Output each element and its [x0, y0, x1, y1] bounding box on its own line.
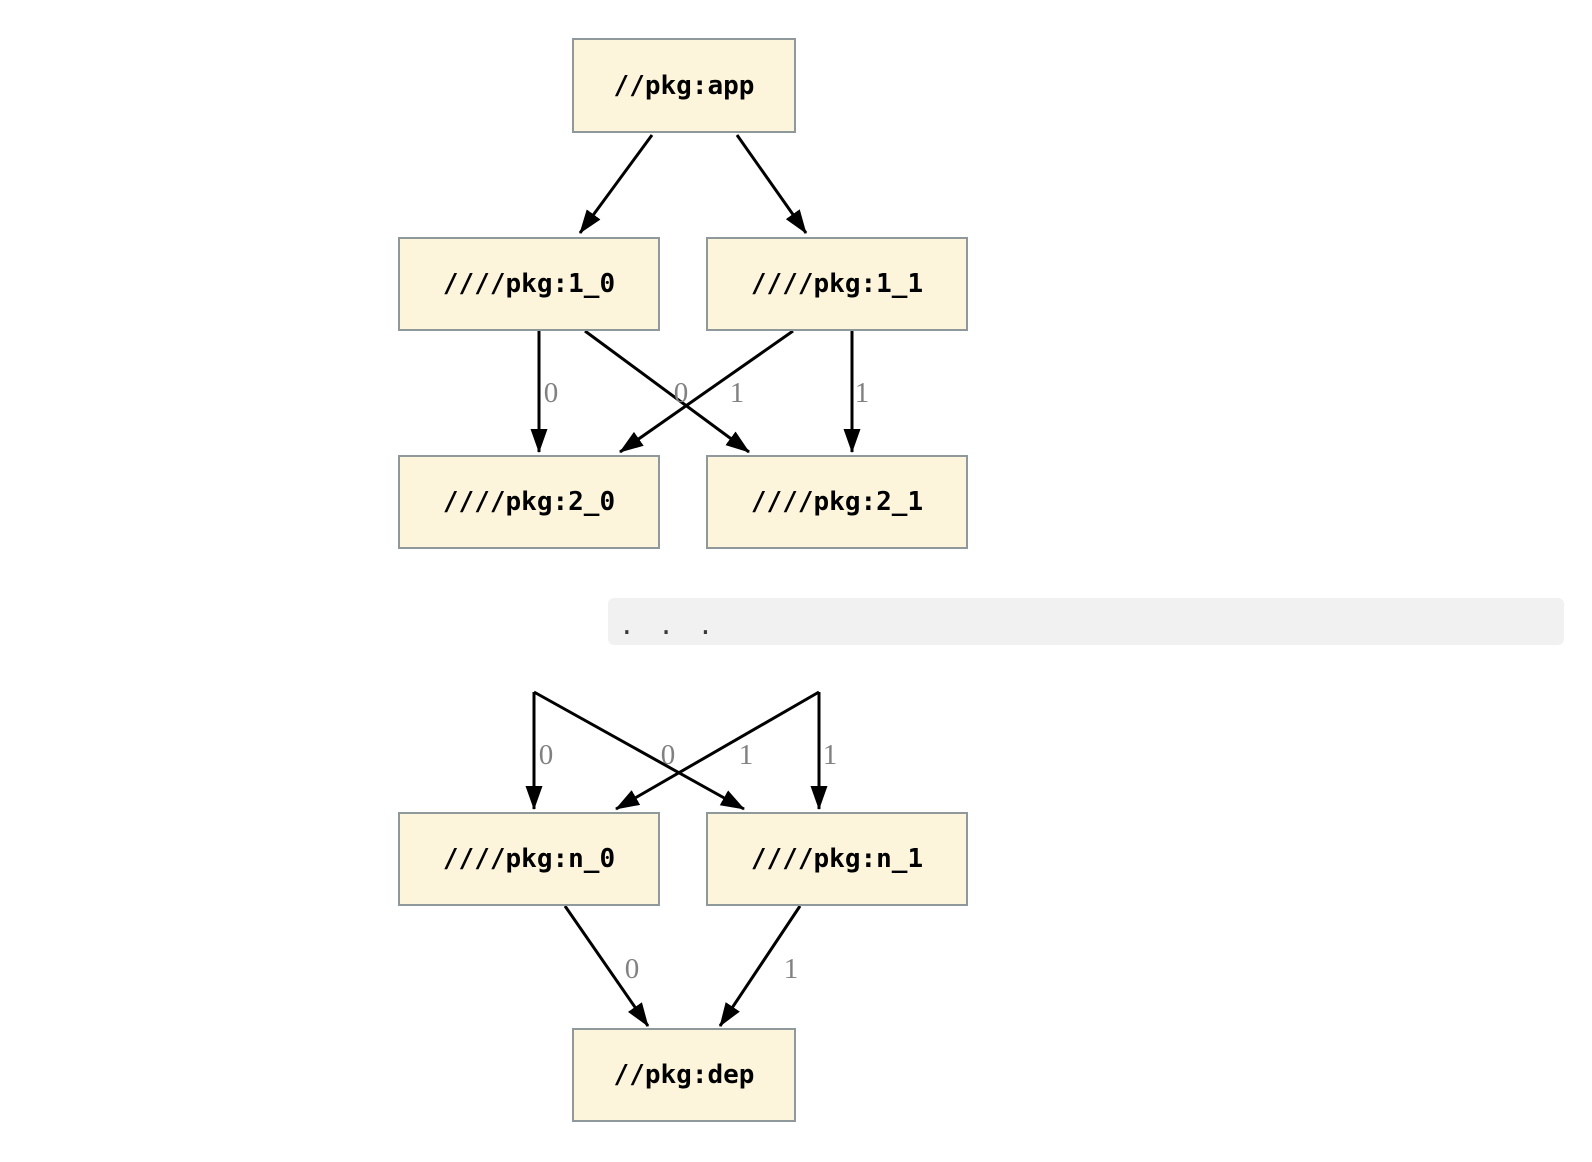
- edge-n_1-to-dep: [718, 905, 802, 1027]
- node-pkg-2_0: ////pkg:2_0: [398, 455, 660, 549]
- node-label: ////pkg:1_1: [750, 269, 924, 299]
- edge-label: 0: [625, 953, 640, 985]
- edge-label: 1: [823, 739, 838, 771]
- edge-label: 0: [544, 377, 559, 409]
- edge-app-to-1_1: [735, 134, 808, 234]
- node-label: ////pkg:n_1: [750, 844, 924, 874]
- edge-label: 1: [739, 739, 754, 771]
- ellipsis-text: . . .: [619, 611, 718, 641]
- node-pkg-1_0: ////pkg:1_0: [398, 237, 660, 331]
- edge-right-origin-to-n_0: [615, 690, 820, 811]
- node-pkg-dep: //pkg:dep: [572, 1028, 796, 1122]
- edge-1_0-to-2_1: [584, 329, 750, 454]
- edge-label: 0: [674, 377, 689, 409]
- node-label: //pkg:dep: [613, 1060, 755, 1090]
- node-pkg-1_1: ////pkg:1_1: [706, 237, 968, 331]
- node-label: ////pkg:2_1: [750, 487, 924, 517]
- ellipsis-separator: . . .: [608, 598, 1564, 645]
- edge-label: 1: [855, 377, 870, 409]
- node-pkg-2_1: ////pkg:2_1: [706, 455, 968, 549]
- edge-app-to-1_0: [578, 134, 654, 234]
- node-label: ////pkg:n_0: [442, 844, 616, 874]
- node-label: ////pkg:2_0: [442, 487, 616, 517]
- node-pkg-n_0: ////pkg:n_0: [398, 812, 660, 906]
- edge-label: 1: [784, 953, 799, 985]
- node-pkg-n_1: ////pkg:n_1: [706, 812, 968, 906]
- edge-1_1-to-2_0: [619, 329, 794, 454]
- edge-left-origin-to-n_1: [533, 690, 745, 811]
- edge-n_0-to-dep: [563, 905, 650, 1027]
- node-label: //pkg:app: [613, 70, 755, 101]
- edge-label: 0: [539, 739, 554, 771]
- node-pkg-app: //pkg:app: [572, 38, 796, 133]
- edge-label: 0: [661, 739, 676, 771]
- node-label: ////pkg:1_0: [442, 269, 616, 299]
- edge-label: 1: [730, 377, 745, 409]
